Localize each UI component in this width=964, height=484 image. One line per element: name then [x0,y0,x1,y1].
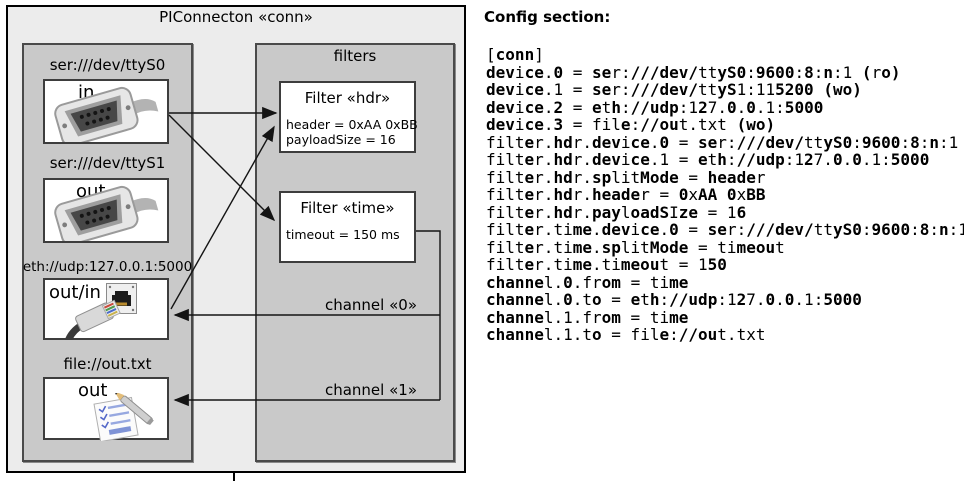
device-label-eth: eth://udp:127.0.0.1:5000 [22,259,193,275]
filter-hdr-attributes: header = 0xAA 0xBB payloadSize = 16 [286,117,418,147]
config-heading: Config section: [484,8,611,26]
device-box-ttyS0: in [43,79,169,144]
config-panel: Config section: [conn] device.0 = ser://… [484,0,964,484]
device-label-file: file://out.txt [63,355,152,373]
filters-group-label: filters [333,47,377,65]
device-box-eth: out/in [43,278,169,340]
device-box-ttyS1: out [43,178,169,243]
port-label: out [78,380,108,401]
channel-1-label: channel «1» [324,381,417,399]
filter-time-title: Filter «time» [300,199,395,217]
notepad-pencil-icon [93,393,154,441]
ethernet-jack-icon [106,283,137,314]
serial-connector-icon [54,185,159,241]
port-label: out/in [49,282,101,303]
filter-time-box: Filter «time» timeout = 150 ms [279,191,416,263]
channel-0-label: channel «0» [324,296,417,314]
filter-hdr-title: Filter «hdr» [304,89,391,107]
device-label-ttyS1: ser:///dev/ttyS1 [49,154,166,172]
device-label-ttyS0: ser:///dev/ttyS0 [49,56,166,74]
ethernet-cable-icon [63,299,121,340]
frame-bottom-notch [233,471,235,481]
filter-time-attributes: timeout = 150 ms [286,227,400,242]
diagram-title: PIConnecton «conn» [159,8,313,26]
serial-connector-icon [54,86,159,142]
device-box-file: out [43,377,169,441]
filter-hdr-box: Filter «hdr» header = 0xAA 0xBB payloadS… [279,81,418,153]
config-lines: [conn] device.0 = ser:///dev/ttyS0:9600:… [486,45,964,344]
